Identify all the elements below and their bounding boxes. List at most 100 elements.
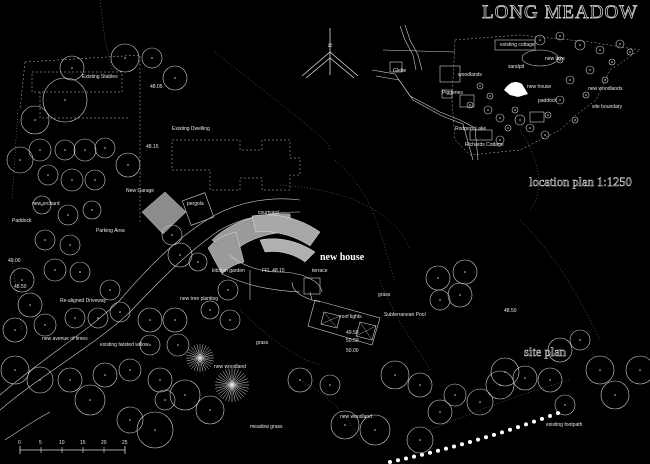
label-grass-2: grass xyxy=(256,340,269,346)
tree-28 xyxy=(109,301,131,323)
willow-2-ray xyxy=(231,384,249,389)
willow-1-ray xyxy=(199,354,214,359)
tree-14-trunk xyxy=(94,179,96,181)
loc-tree-4-trunk xyxy=(619,43,621,45)
loc-tree-2 xyxy=(574,39,586,51)
new-garage xyxy=(141,191,215,235)
level-7: 49.50 xyxy=(346,330,359,336)
tree-75 xyxy=(569,329,591,351)
tree-31-trunk xyxy=(174,319,176,321)
tree-32 xyxy=(139,334,161,356)
tree-39-trunk xyxy=(129,419,131,421)
tree-11-trunk xyxy=(127,164,129,166)
footpath-dot xyxy=(412,454,416,459)
loc-tree-7 xyxy=(525,123,535,133)
footpath-dot xyxy=(444,446,448,451)
tree-29-trunk xyxy=(109,289,111,291)
footpath-dot xyxy=(388,460,392,464)
loc-tree-16 xyxy=(601,76,609,84)
loc-tree-18-trunk xyxy=(479,85,481,87)
tree-54-trunk xyxy=(344,424,346,426)
tree-5 xyxy=(59,55,85,81)
tree-66 xyxy=(625,355,650,385)
tree-2 xyxy=(162,65,188,91)
loc-tree-17 xyxy=(571,116,579,124)
loc-tree-17-trunk xyxy=(574,119,576,121)
willow-2-ray xyxy=(222,370,233,386)
scale-tick-10: 10 xyxy=(59,440,65,446)
loc-tree-3-trunk xyxy=(599,49,601,51)
tree-43 xyxy=(0,355,30,385)
loc-tree-22 xyxy=(582,91,590,99)
tree-52 xyxy=(287,367,313,393)
loc-tree-12-trunk xyxy=(499,117,501,119)
footpath-dot xyxy=(396,458,400,463)
tree-8-trunk xyxy=(64,149,66,151)
footpath-dot xyxy=(556,411,560,416)
level-3: 49.00 xyxy=(8,258,21,264)
loc-tree-11 xyxy=(483,105,493,115)
loc-tree-8-trunk xyxy=(544,134,546,136)
loc-tree-9 xyxy=(495,135,505,145)
footpath-dot xyxy=(484,435,488,440)
tree-7 xyxy=(28,138,52,162)
loc-label-rodgers-lake: Rodgers Lake xyxy=(455,126,486,132)
tree-13-trunk xyxy=(71,179,73,181)
footpath-dot xyxy=(492,432,496,437)
loc-label-existing-cottage: existing cottage xyxy=(500,42,535,48)
footpath-dot xyxy=(516,425,520,430)
willow-1-ray xyxy=(187,351,201,359)
tree-33 xyxy=(166,333,190,357)
willow-2-ray xyxy=(219,384,233,398)
level-2: 48.15 xyxy=(146,144,159,150)
loc-tree-6-trunk xyxy=(519,119,521,121)
tree-51-trunk xyxy=(227,289,229,291)
tree-44-trunk xyxy=(104,374,106,376)
tree-17 xyxy=(82,200,102,220)
willow-1-ray xyxy=(199,349,212,359)
label-existing-dwelling: Existing Dwelling xyxy=(172,126,210,132)
site-trees xyxy=(0,43,650,454)
willow-2-ray xyxy=(216,378,233,386)
willow-1-ray xyxy=(199,357,212,367)
willow-2-ray xyxy=(231,375,247,386)
tree-63-trunk xyxy=(524,377,526,379)
willow-2-ray xyxy=(231,378,248,386)
willow-2-ray xyxy=(231,384,242,400)
tree-26-trunk xyxy=(74,317,76,319)
tree-9-trunk xyxy=(84,149,86,151)
footpath-dot xyxy=(428,450,432,455)
loc-label-piggeries: Piggeries xyxy=(442,90,463,96)
willow-2-ray xyxy=(228,384,233,402)
tree-13 xyxy=(60,168,84,192)
tree-60-trunk xyxy=(374,429,376,431)
label-paddock: Paddock xyxy=(12,218,32,224)
willow-1-ray xyxy=(193,345,201,359)
tree-7-trunk xyxy=(39,149,41,151)
label-subterranean-pool: Subterranean Pool xyxy=(384,312,426,318)
willow-1-ray xyxy=(199,351,213,359)
willow-1-ray xyxy=(188,349,201,359)
tree-75-trunk xyxy=(579,339,581,341)
tree-68 xyxy=(554,394,576,416)
tree-15 xyxy=(32,195,52,215)
level-1: 48.05 xyxy=(150,84,163,90)
tree-40 xyxy=(74,384,106,416)
tree-27 xyxy=(87,307,109,329)
loc-tree-12 xyxy=(495,113,505,123)
tree-35 xyxy=(169,379,201,411)
willow-2-ray xyxy=(215,381,233,386)
willow-2-ray xyxy=(231,384,248,392)
tree-68-trunk xyxy=(564,404,566,406)
willow-2-ray xyxy=(228,368,233,386)
loc-label-new-woodlands: new woodlands xyxy=(588,86,623,92)
willow-1-ray xyxy=(199,357,209,370)
tree-58-trunk xyxy=(479,401,481,403)
willow-2-ray xyxy=(225,369,233,386)
tree-9 xyxy=(73,138,97,162)
footpath-dot xyxy=(476,437,480,442)
tree-69-trunk xyxy=(437,277,439,279)
willow-2-ray xyxy=(231,384,239,401)
tree-30 xyxy=(137,307,163,333)
loc-tree-15 xyxy=(555,95,565,105)
